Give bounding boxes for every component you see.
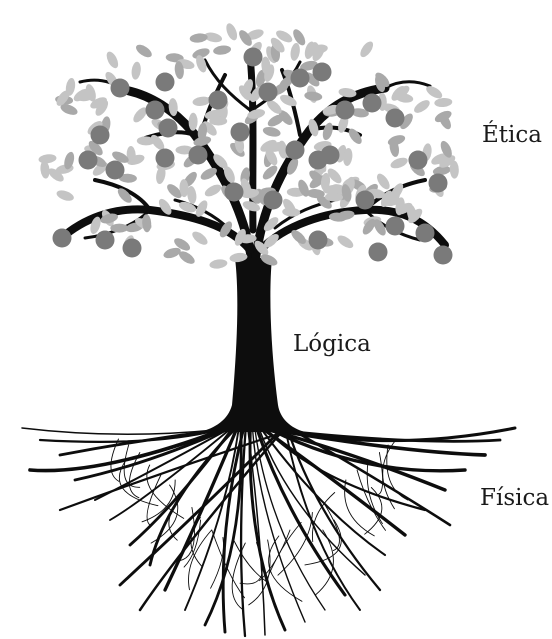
fruit bbox=[146, 101, 165, 120]
leaf bbox=[188, 113, 197, 131]
fruit bbox=[79, 151, 98, 170]
root bbox=[260, 430, 365, 575]
leaf bbox=[304, 91, 323, 102]
fruit bbox=[96, 231, 115, 250]
fruit bbox=[363, 94, 382, 113]
fruit bbox=[106, 161, 125, 180]
fruit bbox=[53, 229, 72, 248]
fruit bbox=[156, 73, 175, 92]
leaf bbox=[289, 42, 301, 61]
leaf bbox=[55, 188, 75, 202]
fruit bbox=[291, 69, 310, 88]
leaf bbox=[104, 50, 120, 70]
leaf bbox=[262, 125, 282, 138]
fruit bbox=[409, 151, 428, 170]
leaf bbox=[412, 98, 432, 116]
leaf bbox=[209, 258, 228, 269]
fruit bbox=[313, 63, 332, 82]
fruit bbox=[434, 246, 453, 265]
fruit bbox=[259, 83, 278, 102]
leaf bbox=[434, 97, 453, 108]
fruit bbox=[159, 119, 178, 138]
leaf bbox=[110, 224, 128, 233]
fruit bbox=[336, 101, 355, 120]
root bbox=[255, 430, 325, 610]
fruit bbox=[386, 109, 405, 128]
label-logica: Lógica bbox=[293, 331, 371, 357]
fruit bbox=[231, 123, 250, 142]
leaf bbox=[134, 42, 154, 60]
leaf bbox=[335, 233, 355, 251]
fruit bbox=[386, 217, 405, 236]
fruit bbox=[429, 174, 448, 193]
leaf bbox=[358, 39, 376, 59]
leaf bbox=[131, 61, 142, 80]
leaf bbox=[203, 182, 223, 199]
fruit bbox=[189, 146, 208, 165]
leaf bbox=[38, 153, 57, 164]
fruit bbox=[369, 243, 388, 262]
fruit bbox=[356, 191, 375, 210]
leaf bbox=[389, 156, 409, 171]
label-ethica: Ética bbox=[482, 122, 542, 148]
leaf bbox=[291, 27, 308, 47]
tree-trunk bbox=[200, 258, 305, 432]
fruit bbox=[244, 48, 263, 67]
fruit bbox=[309, 151, 328, 170]
fruit bbox=[156, 149, 175, 168]
fruit bbox=[225, 183, 244, 202]
fruit bbox=[309, 231, 328, 250]
fruit bbox=[264, 191, 283, 210]
leaf bbox=[162, 246, 182, 260]
root bbox=[375, 453, 382, 495]
fruit bbox=[123, 239, 142, 258]
leaf bbox=[224, 22, 239, 42]
fruit bbox=[111, 79, 130, 98]
leaf bbox=[213, 44, 232, 55]
leaf bbox=[321, 122, 335, 142]
leaf bbox=[190, 229, 210, 247]
fruit bbox=[209, 91, 228, 110]
fruit bbox=[286, 141, 305, 160]
tree-roots bbox=[22, 428, 515, 636]
label-fisica: Física bbox=[480, 485, 549, 511]
fruit bbox=[91, 126, 110, 145]
fruit bbox=[416, 224, 435, 243]
